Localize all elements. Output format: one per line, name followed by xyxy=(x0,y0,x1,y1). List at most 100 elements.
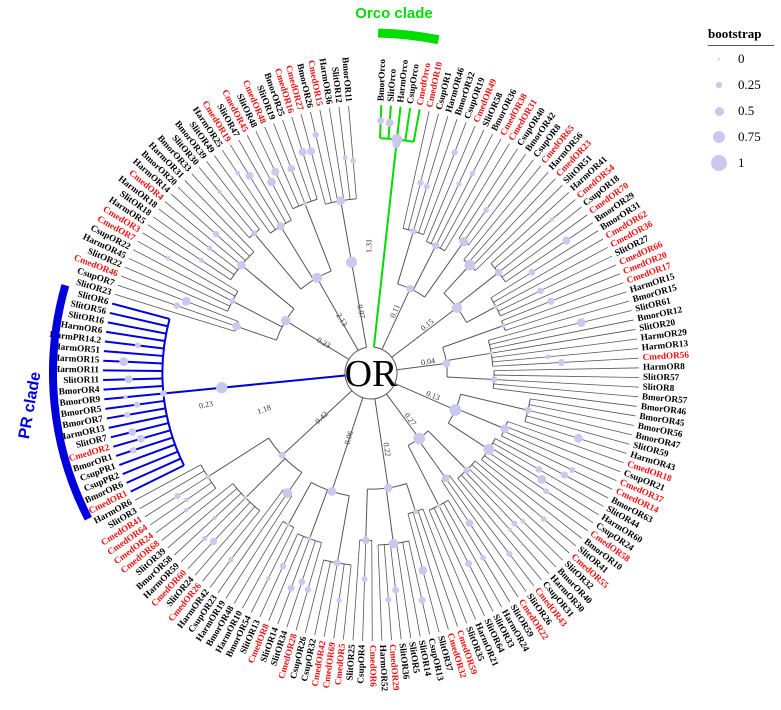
branch xyxy=(417,439,447,479)
bootstrap-node xyxy=(543,488,550,495)
branch xyxy=(385,488,394,544)
bootstrap-node xyxy=(336,597,342,603)
bootstrap-node xyxy=(500,323,506,329)
bootstrap-node xyxy=(119,357,129,367)
branch xyxy=(406,483,416,512)
bootstrap-node xyxy=(251,230,258,237)
bootstrap-node xyxy=(385,596,392,603)
bootstrap-node xyxy=(456,181,462,187)
tip-branch xyxy=(404,107,412,141)
tip-branch xyxy=(221,149,276,230)
tip-branch xyxy=(111,302,170,320)
tip-label: SlitOR12 xyxy=(330,66,344,104)
tip-branch xyxy=(481,459,583,539)
bootstrap-node xyxy=(569,467,576,473)
tip-branch xyxy=(447,500,511,603)
branch xyxy=(241,264,295,310)
tip-branch xyxy=(149,482,212,526)
tip-branch xyxy=(490,319,634,350)
tip-branch xyxy=(471,178,556,268)
branch xyxy=(412,245,437,291)
tip-label: CmedOR56 xyxy=(642,350,689,363)
bootstrap-node xyxy=(207,245,213,251)
tip-branch xyxy=(503,282,624,327)
tip-branch xyxy=(487,451,594,524)
tip-label: SlitOR11 xyxy=(63,374,99,385)
branch xyxy=(455,407,505,430)
tip-branch xyxy=(443,502,502,608)
tip-branch xyxy=(484,455,588,532)
tip-label: CmedOR5 xyxy=(333,643,347,686)
branch xyxy=(365,489,368,541)
branch xyxy=(163,386,222,395)
tip-branch xyxy=(445,478,527,592)
bootstrap-node xyxy=(287,165,296,173)
orco-clade-label: Orco clade xyxy=(355,5,433,22)
tip-label: HarmOrco xyxy=(395,59,410,103)
bootstrap-node xyxy=(333,559,341,567)
tip-branch xyxy=(413,116,449,232)
tip-branch xyxy=(461,474,550,574)
tip-branch xyxy=(104,340,164,350)
branch xyxy=(381,288,411,350)
bootstrap-node xyxy=(350,158,356,164)
tip-branch xyxy=(132,249,233,302)
tip-branch xyxy=(489,310,632,345)
legend-item: 1 xyxy=(708,150,778,176)
tip-branch xyxy=(491,338,637,358)
bootstrap-node xyxy=(524,406,532,414)
tip-label: HarmOR8 xyxy=(643,361,685,372)
bootstrap-node xyxy=(385,118,394,127)
tip-branch xyxy=(171,193,246,261)
branch-length-label: 0.27 xyxy=(402,411,418,428)
tip-branch xyxy=(402,111,430,229)
tip-branch xyxy=(177,186,250,257)
branch xyxy=(280,226,315,281)
branch xyxy=(397,230,414,285)
bootstrap-node xyxy=(412,508,419,515)
branch xyxy=(446,376,494,381)
bootstrap-node xyxy=(576,318,586,327)
legend-dot xyxy=(714,106,724,116)
bootstrap-node xyxy=(130,447,137,454)
bootstrap-node xyxy=(423,183,430,190)
bootstrap-node xyxy=(173,302,181,309)
tip-branch xyxy=(377,544,383,641)
tip-branch xyxy=(471,464,570,554)
tip-branch xyxy=(493,238,604,303)
bootstrap-node xyxy=(124,411,131,418)
bootstrap-node xyxy=(449,404,462,416)
tip-branch xyxy=(147,224,231,281)
tip-branch xyxy=(310,111,332,203)
legend-label: 0.5 xyxy=(738,103,755,118)
bootstrap-node xyxy=(493,304,499,309)
tip-branch xyxy=(493,379,639,388)
bootstrap-node xyxy=(228,556,234,563)
tip-branch xyxy=(529,404,634,426)
tip-branch xyxy=(103,369,163,372)
bootstrap-node xyxy=(209,537,218,546)
tip-branch xyxy=(504,291,627,331)
branch-length-label: 0.13 xyxy=(425,389,441,403)
branch xyxy=(442,325,504,348)
tip-branch xyxy=(505,222,594,283)
bootstrap-node xyxy=(489,351,494,356)
bootstrap-node xyxy=(134,342,141,349)
tip-label: HarmOR11 xyxy=(53,364,99,374)
tip-branch xyxy=(209,489,284,588)
tip-branch xyxy=(418,119,458,233)
tip-branch xyxy=(383,544,392,641)
tip-label: SlitOrco xyxy=(385,68,397,102)
bootstrap-node xyxy=(520,518,526,524)
tip-branch xyxy=(115,436,173,457)
tip-branch xyxy=(233,521,284,604)
tip-branch xyxy=(501,214,588,278)
tip-branch xyxy=(458,148,518,239)
tip-label: HarmOR15 xyxy=(53,353,100,365)
tip-branch xyxy=(468,467,564,561)
tip-branch xyxy=(103,377,163,382)
branch xyxy=(386,393,420,439)
branch xyxy=(391,307,458,358)
